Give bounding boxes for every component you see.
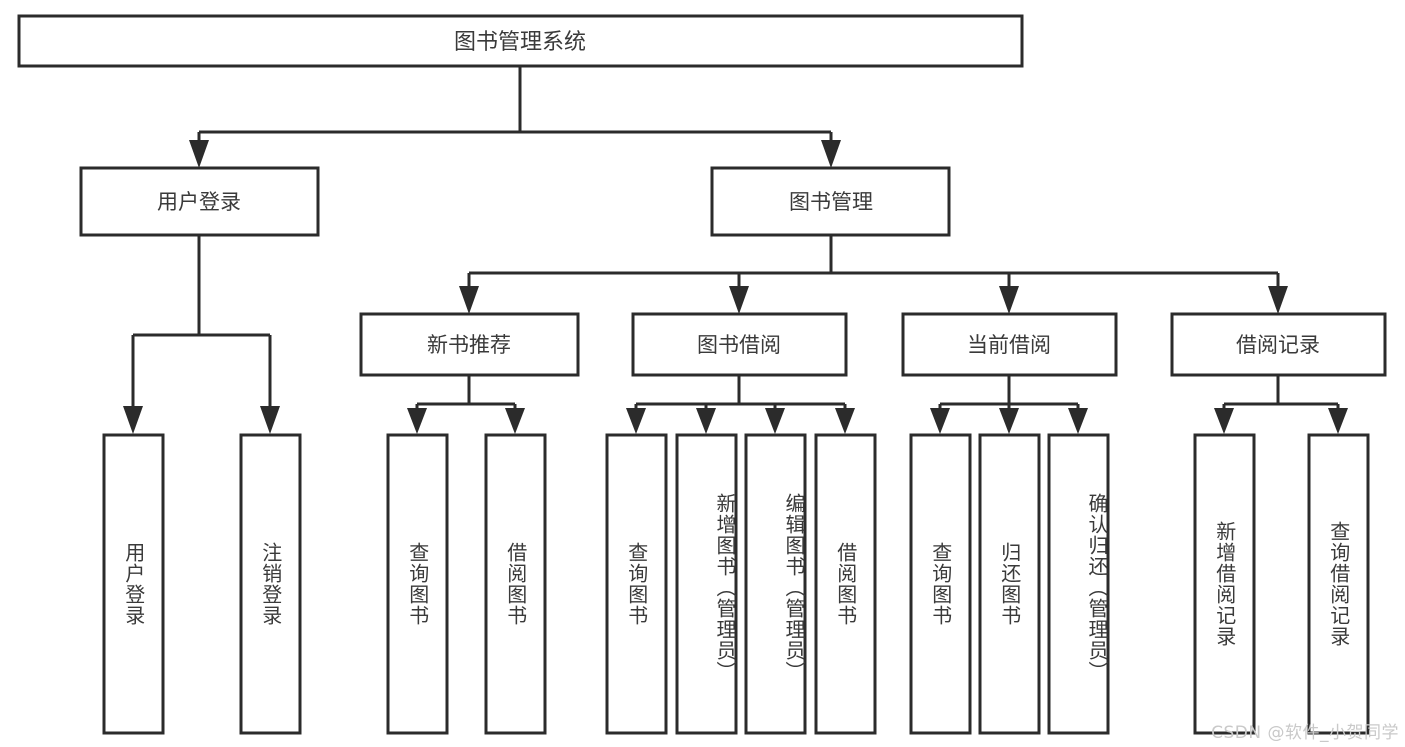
- leaf-box-leaf-user-login[interactable]: [102, 433, 165, 735]
- node-layer: 图书管理系统 用户登录 图书管理 新书推荐 图书借阅 当前借阅 借阅记录: [17, 14, 1387, 735]
- leaf-box-leaf-borrow-book-2[interactable]: [814, 433, 877, 735]
- leaf-box-leaf-query-book-3[interactable]: [909, 433, 972, 735]
- node-book-borrow-label: 图书借阅: [697, 333, 781, 357]
- arrow-head-leaf-edit-book: [765, 408, 785, 434]
- arrow-head-leaf-user-login: [123, 406, 143, 434]
- arrow-head-leaf-return-book: [999, 408, 1019, 434]
- arrow-head-leaf-query-record: [1328, 408, 1348, 434]
- node-book-manage[interactable]: [710, 166, 951, 237]
- node-book-manage-label: 图书管理: [789, 190, 873, 214]
- leaf-box-leaf-add-record[interactable]: [1193, 433, 1256, 735]
- arrow-head-leaf-user-logout: [260, 406, 280, 434]
- leaf-box-leaf-edit-book[interactable]: [744, 433, 807, 735]
- arrow-head-leaf-borrow-book-1: [505, 408, 525, 434]
- leaf-box-leaf-query-record[interactable]: [1307, 433, 1370, 735]
- node-user-login[interactable]: [79, 166, 320, 237]
- watermark-text: CSDN @软件_小贺同学: [1211, 723, 1399, 743]
- node-new-book-rec[interactable]: [359, 312, 580, 377]
- node-current-borrow[interactable]: [901, 312, 1118, 377]
- node-borrow-record-label: 借阅记录: [1236, 333, 1320, 357]
- leaf-box-leaf-query-book-2[interactable]: [605, 433, 668, 735]
- arrow-head-current-borrow: [999, 286, 1019, 314]
- node-root-label: 图书管理系统: [454, 30, 586, 55]
- leaf-box-leaf-add-book[interactable]: [675, 433, 738, 735]
- arrow-head-leaf-add-record: [1214, 408, 1234, 434]
- node-root[interactable]: [17, 14, 1024, 68]
- arrow-head-leaf-query-book-1: [407, 408, 427, 434]
- arrow-head-book-borrow: [729, 286, 749, 314]
- arrow-head-book-manage: [821, 140, 841, 168]
- leaf-box-leaf-query-book-1[interactable]: [386, 433, 449, 735]
- connector-layer: [123, 66, 1348, 434]
- arrow-head-leaf-borrow-book-2: [835, 408, 855, 434]
- node-user-login-label: 用户登录: [157, 190, 241, 214]
- node-borrow-record[interactable]: [1170, 312, 1387, 377]
- arrow-head-leaf-add-book: [696, 408, 716, 434]
- node-current-borrow-label: 当前借阅: [967, 333, 1051, 357]
- leaf-box-leaf-return-book[interactable]: [978, 433, 1041, 735]
- arrow-head-new-book-rec: [459, 286, 479, 314]
- node-new-book-rec-label: 新书推荐: [427, 333, 511, 357]
- arrow-head-user-login: [189, 140, 209, 168]
- arrow-head-borrow-record: [1268, 286, 1288, 314]
- node-book-borrow[interactable]: [631, 312, 848, 377]
- arrow-head-leaf-query-book-3: [930, 408, 950, 434]
- leaf-box-leaf-borrow-book-1[interactable]: [484, 433, 547, 735]
- arrow-head-leaf-confirm-return: [1068, 408, 1088, 434]
- leaf-box-leaf-user-logout[interactable]: [239, 433, 302, 735]
- leaf-box-leaf-confirm-return[interactable]: [1047, 433, 1110, 735]
- arrow-head-leaf-query-book-2: [626, 408, 646, 434]
